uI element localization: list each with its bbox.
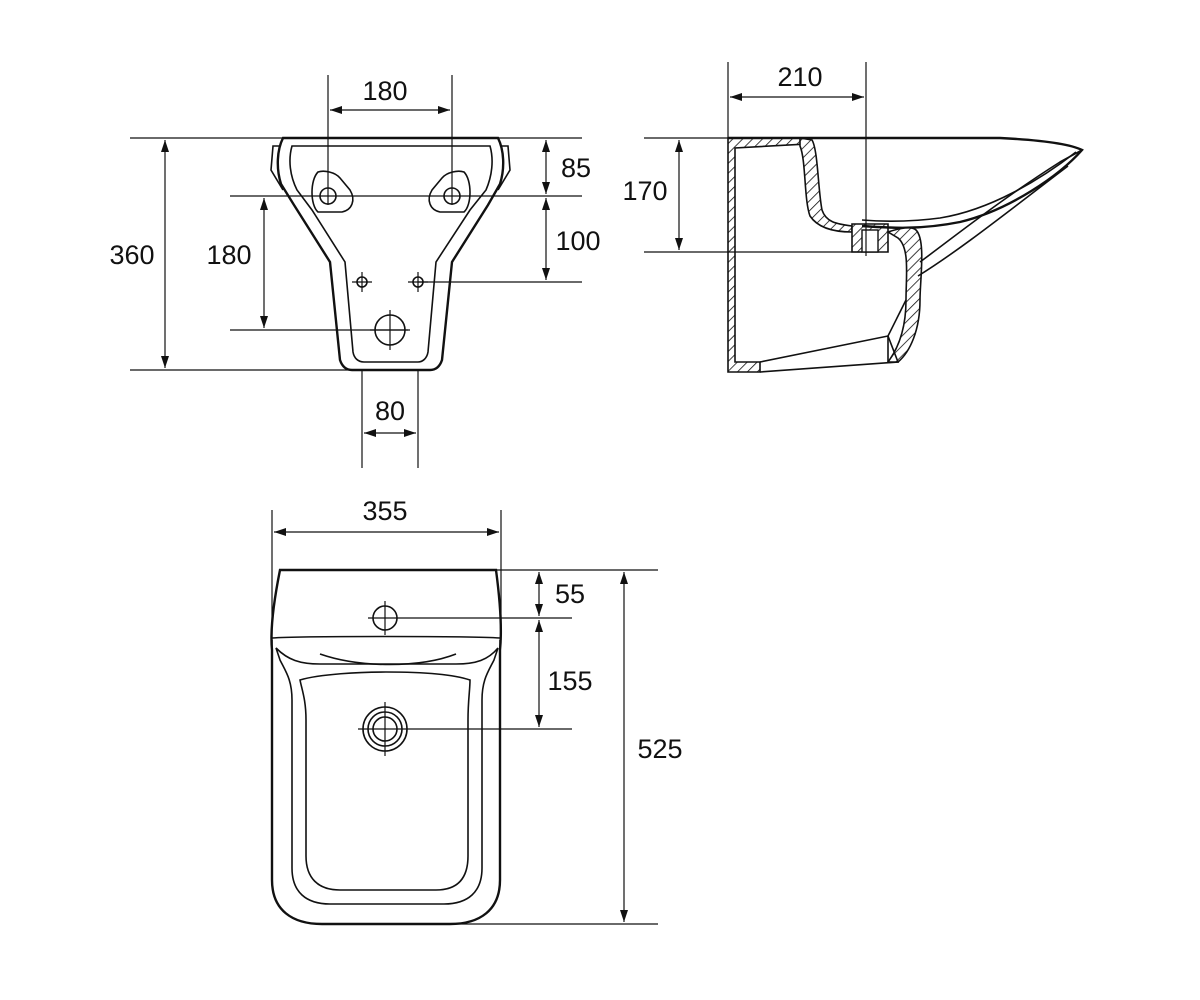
side-view-foot — [759, 335, 900, 373]
back-view-left-ear — [270, 145, 284, 191]
dim-length: 525 — [637, 734, 682, 764]
side-view-drain-opening — [861, 229, 879, 253]
back-view-right-ear — [497, 145, 511, 191]
dim-top-to-bracket: 85 — [561, 153, 591, 183]
back-view: 180 360 180 85 100 80 — [109, 75, 601, 468]
top-view-deck — [271, 635, 501, 639]
top-view-bowl-outer — [275, 647, 499, 905]
side-view-wall-back — [727, 137, 808, 373]
dim-bracket-to-drain: 180 — [206, 240, 251, 270]
top-view-bowl-inner — [299, 671, 471, 891]
dim-edge-to-tap-hole: 55 — [555, 579, 585, 609]
side-view-skirt-inner — [917, 165, 1069, 277]
dim-width: 355 — [362, 496, 407, 526]
left-bracket-slot — [311, 170, 354, 213]
right-bracket-slot — [428, 170, 471, 213]
back-view-outline — [276, 136, 505, 372]
dim-bracket-spacing: 180 — [362, 76, 407, 106]
dim-tap-hole-to-drain: 155 — [547, 666, 592, 696]
back-view-inner — [289, 145, 493, 363]
dim-depth-to-drain: 210 — [777, 62, 822, 92]
top-view-rim-arc — [319, 653, 457, 666]
side-view-skirt — [919, 149, 1083, 263]
dim-drain-width: 80 — [375, 396, 405, 426]
side-view: 210 170 — [622, 62, 1084, 373]
side-view-bowl-section — [799, 137, 853, 233]
side-view-bowl-inner — [861, 151, 1077, 223]
dim-bracket-to-pipe: 100 — [555, 226, 600, 256]
top-view: 355 55 155 525 — [270, 496, 683, 926]
dim-total-height: 360 — [109, 240, 154, 270]
side-view-underside — [886, 227, 923, 363]
dim-drain-height: 170 — [622, 176, 667, 206]
